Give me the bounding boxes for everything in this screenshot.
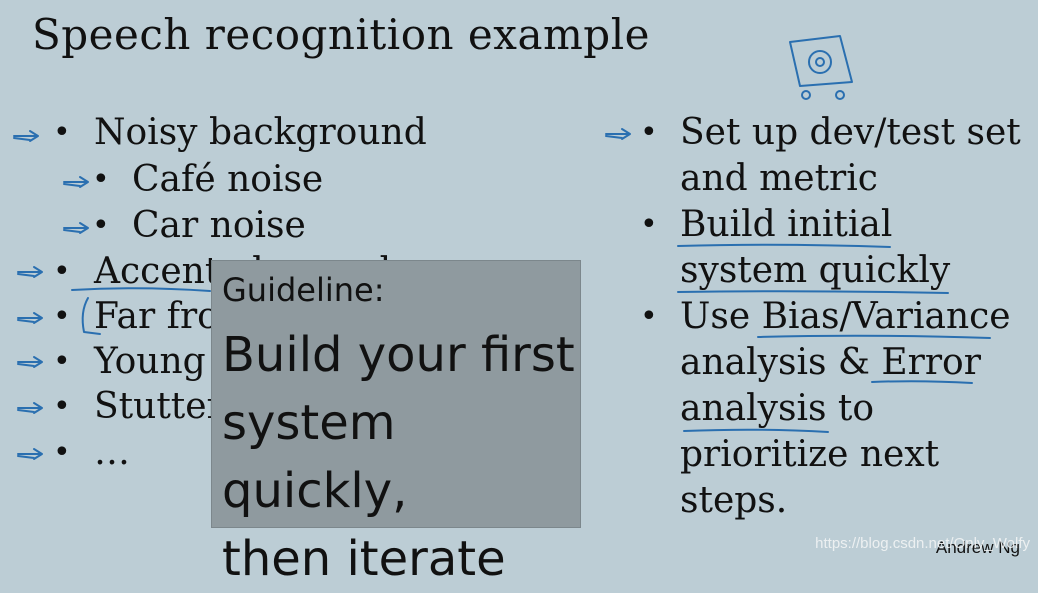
right-item-setup-1: Set up dev/test set xyxy=(680,112,1021,153)
right-item-use-2: analysis & Error xyxy=(680,342,981,383)
guideline-line: then iterate xyxy=(222,531,506,587)
arrow-icon xyxy=(17,356,43,368)
bullet-icon: • xyxy=(640,115,658,150)
right-item-use-1: Use Bias/Variance xyxy=(680,296,1011,337)
left-subitem-cafe: Café noise xyxy=(132,159,324,200)
bullet-icon: • xyxy=(640,299,658,334)
left-subitem-car: Car noise xyxy=(132,205,306,246)
guideline-line: Build your first xyxy=(222,327,575,383)
arrow-icon xyxy=(63,222,89,234)
bullet-icon: • xyxy=(53,254,71,289)
bullet-icon: • xyxy=(92,162,110,197)
arrow-icon xyxy=(605,128,631,140)
bullet-icon: • xyxy=(640,207,658,242)
right-item-use-4: prioritize next xyxy=(680,434,940,475)
bullet-icon: • xyxy=(53,115,71,150)
slide-title: Speech recognition example xyxy=(32,10,650,59)
bullet-icon: • xyxy=(53,344,71,379)
bullet-icon: • xyxy=(53,299,71,334)
arrow-icon xyxy=(17,448,43,460)
bullet-icon: • xyxy=(53,389,71,424)
right-item-use-3: analysis to xyxy=(680,388,875,429)
right-item-build-1: Build initial xyxy=(680,204,893,245)
watermark-text: https://blog.csdn.net/Only_Wolfy xyxy=(815,535,1030,552)
arrow-icon xyxy=(13,130,39,142)
left-item-noisy: Noisy background xyxy=(94,112,427,153)
arrow-icon xyxy=(17,402,43,414)
bullet-icon: • xyxy=(92,208,110,243)
guideline-box: Guideline: Build your first system quick… xyxy=(212,261,580,587)
right-item-build-2: system quickly xyxy=(680,250,951,291)
arrow-icon xyxy=(17,266,43,278)
speaker-sketch-icon xyxy=(789,35,853,87)
guideline-heading: Guideline: xyxy=(222,271,385,309)
left-item-ellipsis: … xyxy=(94,432,130,473)
author-credit: Andrew Ng xyxy=(935,538,1020,557)
guideline-line: system quickly, xyxy=(222,395,408,519)
right-item-setup-2: and metric xyxy=(680,158,878,199)
right-item-use-5: steps. xyxy=(680,480,788,521)
guideline-body: Build your first system quickly, then it… xyxy=(222,321,577,593)
arrow-icon xyxy=(17,312,43,324)
bullet-icon: • xyxy=(53,435,71,470)
arrow-icon xyxy=(63,176,89,188)
